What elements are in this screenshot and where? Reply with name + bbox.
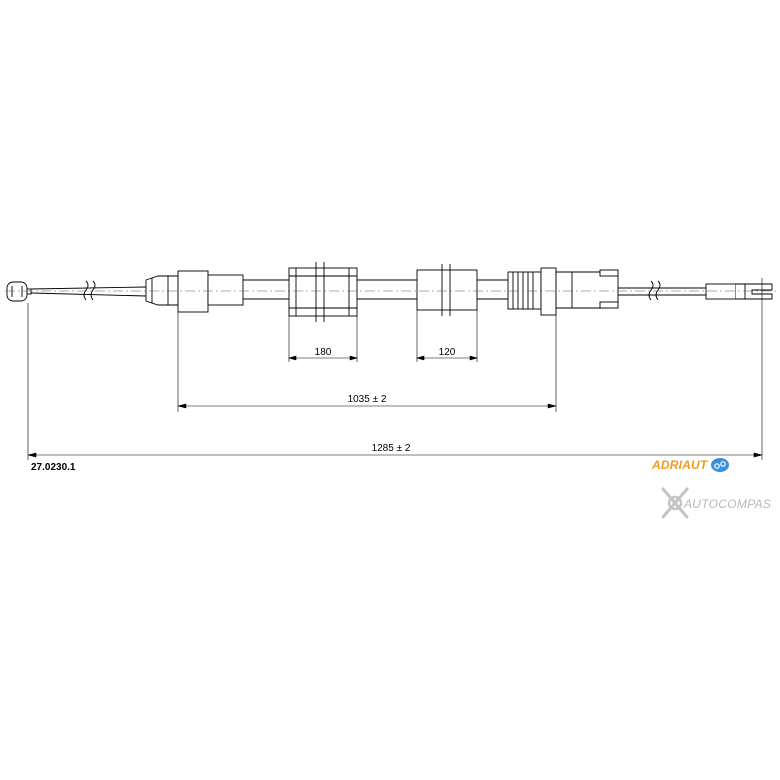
right-end-clevis [705, 283, 773, 300]
watermark-text: AUTOCOMPAS [684, 497, 772, 511]
part-number: 27.0230.1 [31, 462, 76, 473]
dimension-labels: 180 120 1035 ± 2 1285 ± 2 [315, 347, 456, 454]
cable-assembly [5, 262, 776, 322]
brand-logo-text: ADRIAUT [652, 458, 708, 472]
cable-sheath [243, 279, 508, 300]
left-inner-wire [30, 280, 147, 301]
dimension-label-120: 120 [439, 347, 456, 358]
brand-logo-badge-icon [711, 458, 729, 472]
left-end-nipple [6, 281, 32, 302]
right-inner-wire [618, 280, 706, 301]
autocompas-watermark-icon [661, 487, 689, 519]
sheath-fitting [177, 270, 244, 313]
left-ferrule [145, 275, 179, 306]
grommet-block-180 [288, 262, 358, 322]
threaded-adjuster [507, 267, 557, 316]
dimension-label-180: 180 [315, 347, 332, 358]
dimension-lines [27, 278, 763, 460]
dimension-label-1035: 1035 ± 2 [348, 394, 387, 405]
grommet-block-120 [416, 264, 478, 316]
end-bracket [555, 269, 619, 309]
dimension-label-1285: 1285 ± 2 [372, 443, 411, 454]
